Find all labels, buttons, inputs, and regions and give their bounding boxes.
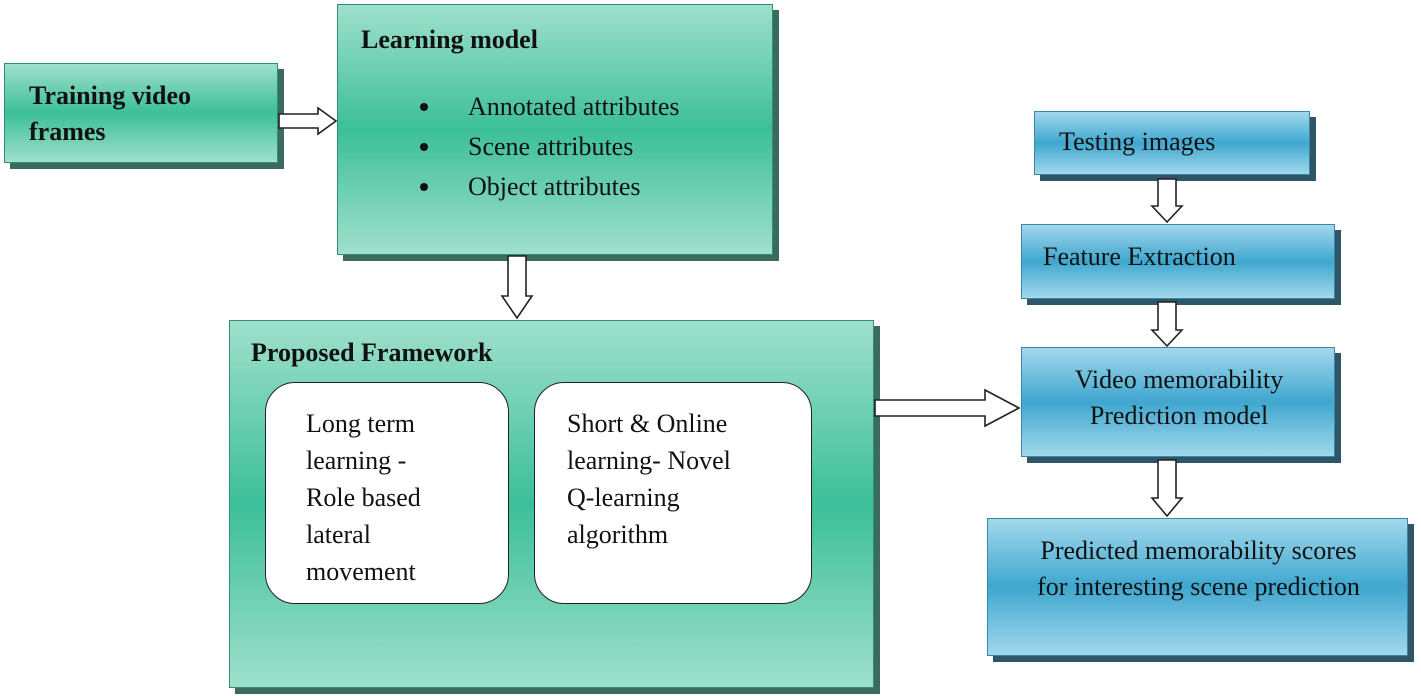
attribute-item: Annotated attributes: [420, 87, 680, 127]
short-online-line: algorithm: [567, 520, 669, 549]
learning-model-attribute-list: Annotated attributes Scene attributes Ob…: [420, 87, 680, 207]
feature-extraction-label: Feature Extraction: [1043, 242, 1236, 271]
proposed-framework-box: Proposed Framework Long term learning - …: [229, 320, 874, 688]
attribute-item: Scene attributes: [420, 127, 680, 167]
short-online-learning-box: Short & Online learning- Novel Q-learnin…: [534, 382, 812, 604]
arrow-learning-to-framework: [500, 255, 534, 320]
long-term-line: Long term: [306, 409, 416, 438]
arrow-prediction-to-scores: [1150, 459, 1184, 518]
arrow-testing-to-feature: [1150, 178, 1184, 224]
prediction-model-line1: Video memorability: [1074, 365, 1284, 394]
training-label-line1: Training video: [29, 81, 192, 110]
arrow-framework-to-prediction: [874, 388, 1021, 428]
learning-model-title: Learning model: [361, 25, 538, 54]
testing-images-box: Testing images: [1034, 111, 1310, 175]
testing-images-label: Testing images: [1059, 127, 1216, 156]
prediction-model-line2: Prediction model: [1089, 401, 1269, 430]
predicted-scores-line1: Predicted memorability scores: [1040, 536, 1357, 565]
long-term-learning-box: Long term learning - Role based lateral …: [265, 382, 509, 604]
training-label-line2: frames: [29, 117, 106, 146]
training-video-frames-box: Training video frames: [4, 63, 278, 163]
predicted-scores-box: Predicted memorability scores for intere…: [987, 518, 1408, 656]
long-term-line: learning -: [306, 446, 407, 475]
long-term-line: movement: [306, 557, 416, 586]
predicted-scores-line2: for interesting scene prediction: [1037, 572, 1360, 601]
short-online-line: Q-learning: [567, 483, 680, 512]
prediction-model-box: Video memorability Prediction model: [1021, 347, 1335, 457]
short-online-line: learning- Novel: [567, 446, 731, 475]
feature-extraction-box: Feature Extraction: [1021, 224, 1335, 299]
attribute-item: Object attributes: [420, 167, 680, 207]
long-term-line: lateral: [306, 520, 371, 549]
proposed-framework-title: Proposed Framework: [251, 338, 493, 367]
arrow-training-to-learning: [278, 106, 338, 136]
arrow-feature-to-prediction: [1150, 301, 1184, 348]
long-term-line: Role based: [306, 483, 421, 512]
short-online-line: Short & Online: [567, 409, 728, 438]
learning-model-box: Learning model Annotated attributes Scen…: [337, 4, 773, 255]
